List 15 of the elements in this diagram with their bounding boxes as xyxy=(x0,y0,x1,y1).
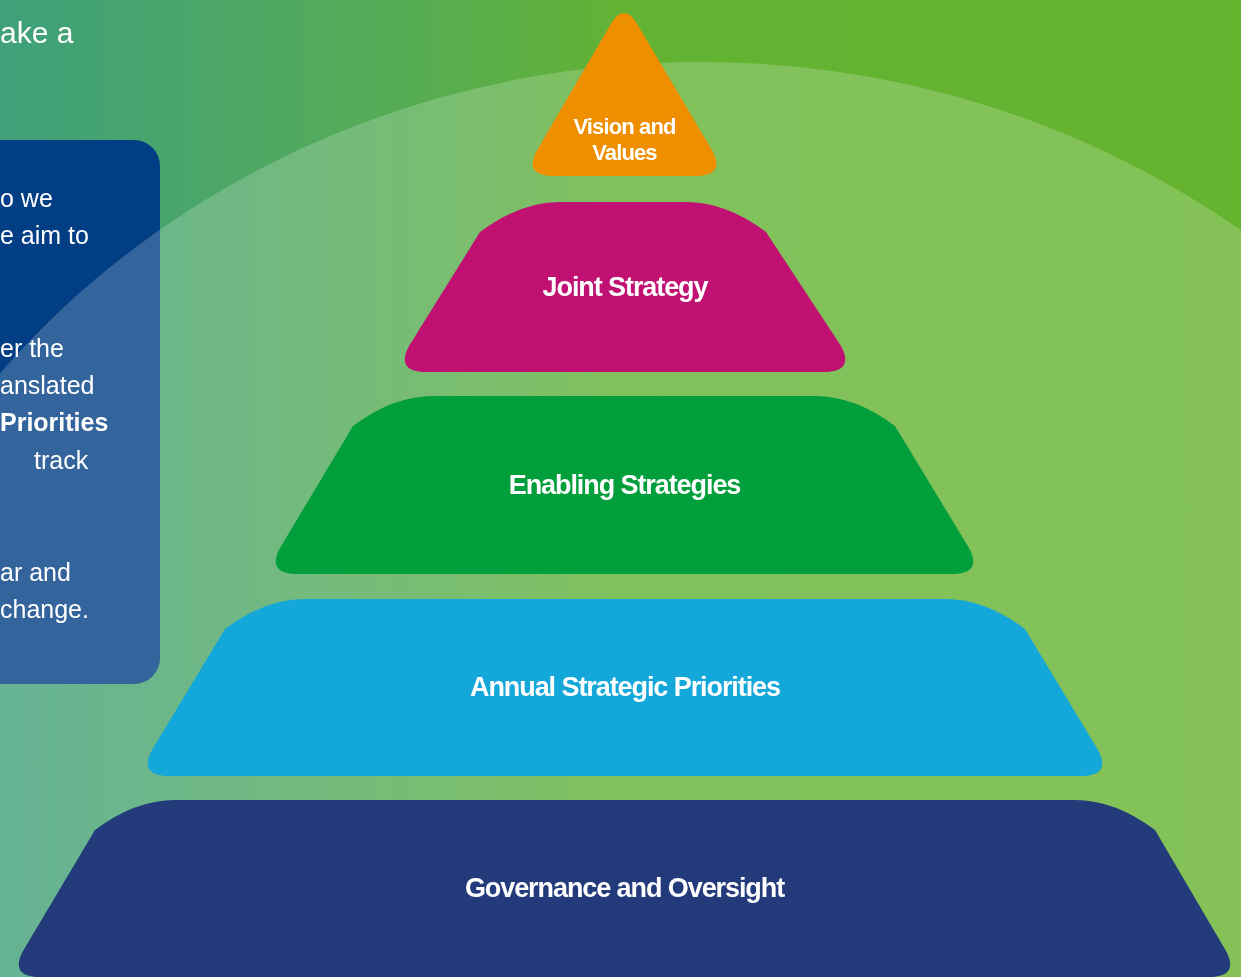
panel-text: Priorities xyxy=(0,410,109,435)
heading-text: ake a xyxy=(0,18,74,48)
panel-text: anslated xyxy=(0,373,95,398)
panel-text: e aim to xyxy=(0,223,89,248)
tier-label: Joint Strategy xyxy=(542,270,708,304)
panel-text: change. xyxy=(0,597,89,622)
panel-text: er the xyxy=(0,336,64,361)
tier-label: Governance and Oversight xyxy=(464,872,785,905)
panel-text: track xyxy=(34,448,89,473)
panel-text: ar and xyxy=(0,560,71,585)
tier-label: Annual Strategic Priorities xyxy=(470,671,780,704)
text-panel xyxy=(0,140,160,684)
tier-label: Vision and Values xyxy=(572,113,677,167)
panel-text: o we xyxy=(0,186,53,211)
tier-label: Enabling Strategies xyxy=(508,468,741,502)
